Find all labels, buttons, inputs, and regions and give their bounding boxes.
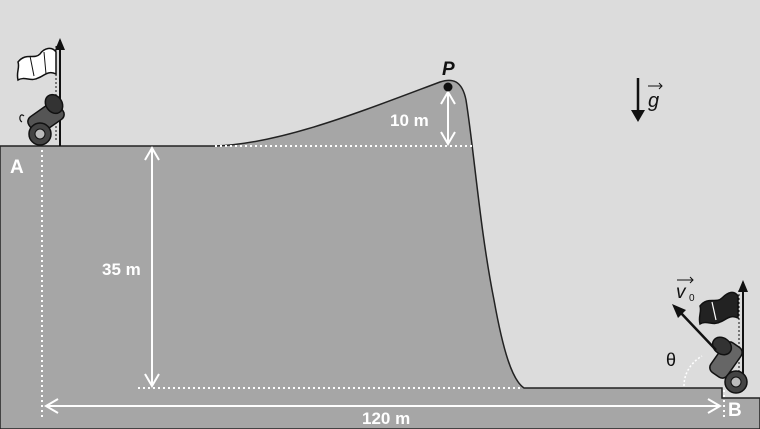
cannon-a	[16, 38, 65, 146]
distance-arrow	[44, 398, 722, 414]
label-distance: 120 m	[362, 409, 410, 428]
label-velocity: v	[676, 282, 687, 303]
label-velocity-subscript: 0	[689, 293, 695, 304]
flag-b-icon	[698, 291, 739, 326]
label-gravity: g	[648, 90, 659, 112]
cannon-b	[698, 280, 748, 394]
hill-height-arrow	[440, 90, 456, 146]
flag-a-icon	[16, 47, 57, 82]
gravity-arrow	[631, 78, 663, 122]
cliff-height-arrow	[144, 146, 160, 388]
label-hill-height: 10 m	[390, 111, 429, 130]
label-point-b: B	[728, 400, 742, 421]
velocity-arrow	[672, 276, 717, 351]
angle-arc	[683, 355, 703, 387]
label-cliff-height: 35 m	[102, 260, 141, 279]
label-point-p: P	[442, 59, 455, 80]
reference-lines	[41, 145, 725, 420]
terrain	[0, 79, 760, 429]
label-point-a: A	[10, 157, 24, 178]
point-p-marker	[443, 82, 453, 92]
label-angle: θ	[666, 350, 676, 370]
